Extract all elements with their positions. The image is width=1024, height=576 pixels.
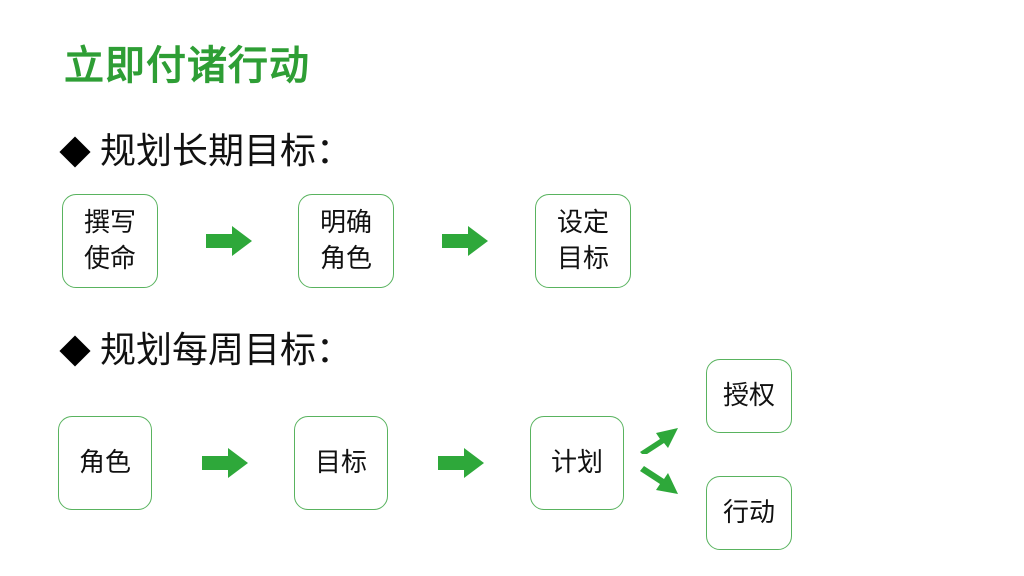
step-roles: 角色 (58, 416, 152, 510)
diamond-bullet-icon (59, 335, 91, 367)
branch-act: 行动 (706, 476, 792, 550)
right-arrow-icon (438, 448, 484, 478)
right-arrow-icon (206, 226, 252, 256)
step-label: 角色 (78, 448, 131, 478)
section-weekly-label: 规划每周目标： (100, 330, 353, 371)
branch-label: 行动 (722, 498, 775, 528)
branch-label: 授权 (722, 381, 775, 411)
step-set-goals: 设定 目标 (535, 194, 631, 288)
section-long-term-label: 规划长期目标： (100, 131, 353, 172)
step-define-roles: 明确 角色 (298, 194, 394, 288)
step-label-line1: 明确 (319, 208, 372, 238)
step-label-line2: 角色 (319, 244, 372, 274)
branch-delegate: 授权 (706, 359, 792, 433)
step-plan: 计划 (530, 416, 624, 510)
up-right-arrow-icon (638, 424, 680, 454)
step-label-line1: 撰写 (83, 208, 136, 238)
section-weekly-heading: 规划每周目标： (58, 333, 352, 369)
step-label: 目标 (314, 448, 367, 478)
right-arrow-icon (202, 448, 248, 478)
step-label: 计划 (550, 448, 603, 478)
step-write-mission: 撰写 使命 (62, 194, 158, 288)
diamond-bullet-icon (59, 136, 91, 168)
step-label-line2: 目标 (556, 244, 609, 274)
step-label-line2: 使命 (83, 244, 136, 274)
down-right-arrow-icon (638, 466, 680, 498)
step-goals: 目标 (294, 416, 388, 510)
right-arrow-icon (442, 226, 488, 256)
page-title: 立即付诸行动 (64, 43, 310, 89)
step-label-line1: 设定 (556, 208, 609, 238)
section-long-term-heading: 规划长期目标： (58, 134, 352, 170)
